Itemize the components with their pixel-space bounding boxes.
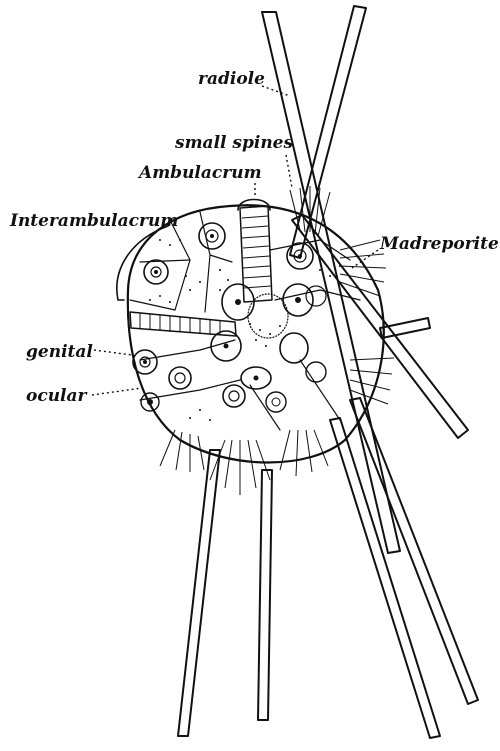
leader-lines <box>91 85 379 396</box>
label-interambulacrum: Interambulacrum <box>9 211 178 231</box>
ocular-leader <box>91 387 143 396</box>
radiole-spine-2 <box>289 5 367 259</box>
ambulacrum-band <box>239 205 273 303</box>
interambulacrum-bracket <box>116 225 169 301</box>
label-genital: genital <box>26 342 93 362</box>
genital-leader <box>93 349 133 356</box>
tubercles <box>132 222 314 413</box>
lower-spine-3 <box>329 417 441 739</box>
label-radiole: radiole <box>198 69 265 89</box>
label-small-spines: small spines <box>174 133 293 153</box>
apical-system <box>210 283 327 390</box>
madreporite-leader <box>351 249 379 269</box>
side-spine <box>379 317 431 339</box>
lower-spine-1 <box>177 449 221 737</box>
long-spines <box>177 5 479 739</box>
labels: radiole small spines Ambulacrum Interamb… <box>9 69 499 406</box>
test-body <box>116 186 395 495</box>
ambulacrum-bracket <box>237 198 271 211</box>
label-ocular: ocular <box>26 386 88 406</box>
small-spines-leader <box>285 154 293 189</box>
ambulacrum-hatching <box>241 215 272 289</box>
radiole-spine-1 <box>261 11 401 554</box>
lower-spine-4 <box>349 397 479 705</box>
stippling <box>149 239 341 421</box>
interambulacrum-leader <box>167 217 173 227</box>
radiole-spine-3 <box>291 214 469 439</box>
lower-spine-2 <box>257 469 273 721</box>
horizontal-band <box>129 311 237 337</box>
label-ambulacrum: Ambulacrum <box>137 163 262 183</box>
small-spine-fans <box>159 186 395 495</box>
test-outline <box>126 204 385 464</box>
label-madreporite: Madreporite <box>379 234 499 254</box>
radiole-leader <box>261 85 291 97</box>
